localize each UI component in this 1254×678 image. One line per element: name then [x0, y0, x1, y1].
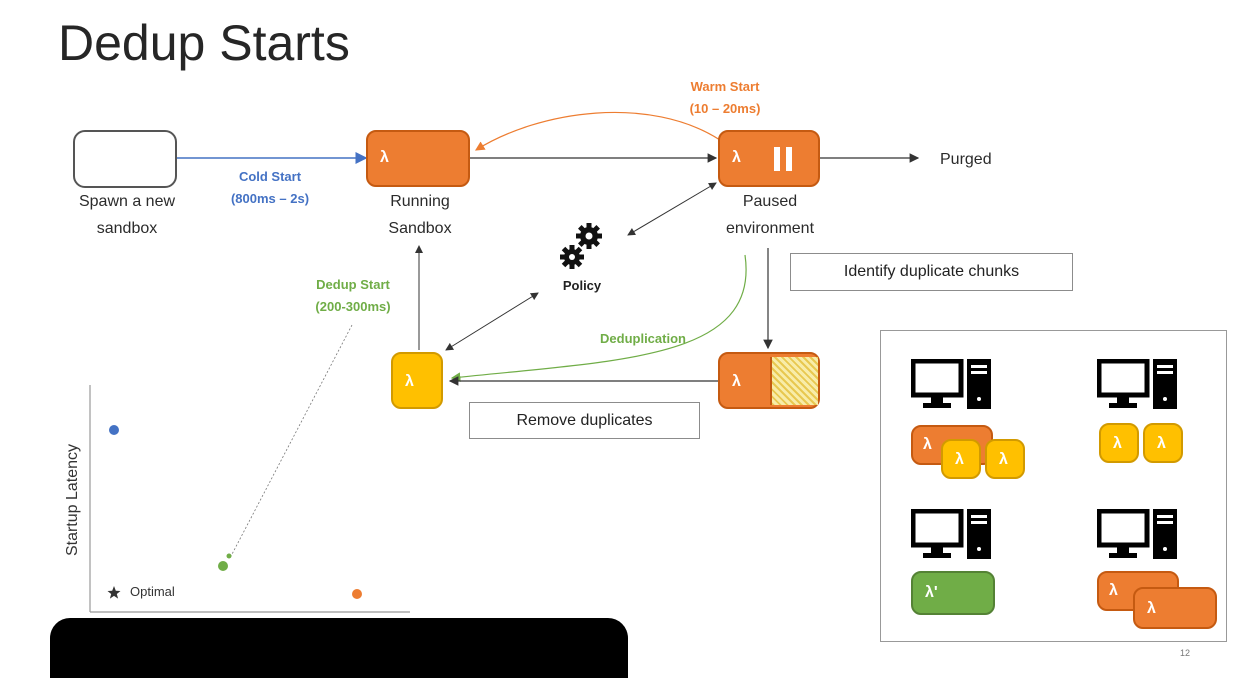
- spawn-sandbox-box: [73, 130, 177, 188]
- optimal-label: Optimal: [130, 584, 175, 599]
- panel-orange-sandbox: λ: [1133, 587, 1217, 629]
- paused-environment-box: λ: [718, 130, 820, 187]
- running-label-line2: Sandbox: [388, 220, 452, 237]
- running-sandbox-box: λ: [366, 130, 470, 187]
- panel-yellow-sandbox: λ: [985, 439, 1025, 479]
- black-overlay-bar: [50, 618, 628, 678]
- dedup-lambda: λ: [405, 373, 414, 390]
- warm-start-arrow: [474, 111, 721, 151]
- y-axis-label: Startup Latency: [64, 443, 81, 557]
- identify-duplicates-box: Identify duplicate chunks: [790, 253, 1073, 291]
- dedup-start-line1: Dedup Start: [316, 277, 390, 292]
- running-lambda: λ: [380, 149, 389, 166]
- chunk-lambda: λ: [732, 373, 741, 390]
- computer-icon: [911, 509, 991, 559]
- star-icon: [107, 586, 121, 599]
- cluster-panel: λ λ λ λ λ λ' λ λ: [880, 330, 1227, 642]
- policy-paused-arrow: [627, 182, 717, 236]
- purged-label: Purged: [940, 151, 992, 168]
- paused-environment-label: Paused environment: [690, 188, 850, 242]
- spawn-label-line1: Spawn a new: [78, 193, 176, 210]
- diagram-connectors: [89, 111, 920, 613]
- deduplication-label: Deduplication: [600, 331, 686, 346]
- gear-icon: [560, 223, 602, 269]
- running-label-line1: Running: [390, 193, 450, 210]
- panel-lambda-prime: λ': [925, 584, 938, 601]
- cold-start-line2: (800ms – 2s): [230, 191, 310, 206]
- slide-title: Dedup Starts: [58, 15, 350, 71]
- spawn-sandbox-label: Spawn a new sandbox: [52, 188, 202, 242]
- computer-icon: [911, 359, 991, 409]
- panel-lambda: λ: [1109, 582, 1118, 599]
- panel-lambda: λ: [1147, 600, 1156, 617]
- running-sandbox-label: Running Sandbox: [350, 188, 490, 242]
- panel-lambda: λ: [955, 451, 964, 468]
- panel-yellow-sandbox: λ: [1099, 423, 1139, 463]
- panel-green-sandbox: λ': [911, 571, 995, 615]
- pause-icon: [774, 147, 792, 171]
- panel-lambda: λ: [923, 436, 932, 453]
- dedup-start-point-small: [226, 553, 232, 559]
- page-number: 12: [1180, 648, 1191, 658]
- warm-start-point: [352, 589, 362, 599]
- paused-label-line1: Paused: [742, 193, 798, 210]
- warm-start-line2: (10 – 20ms): [689, 101, 761, 116]
- panel-yellow-sandbox: λ: [941, 439, 981, 479]
- panel-lambda: λ: [999, 451, 1008, 468]
- panel-lambda: λ: [1157, 435, 1166, 452]
- panel-yellow-sandbox: λ: [1143, 423, 1183, 463]
- dedup-sandbox-box: λ: [391, 352, 443, 409]
- dedup-start-line2: (200-300ms): [315, 299, 391, 314]
- cold-start-line1: Cold Start: [238, 169, 302, 184]
- dedup-start-label: Dedup Start (200-300ms): [288, 274, 418, 318]
- duplicate-chunk: [770, 357, 818, 405]
- deduplication-arrow: [450, 254, 747, 382]
- dedup-callout-line: [229, 324, 353, 559]
- policy-yellow-arrow: [445, 292, 539, 351]
- dedup-start-point: [218, 561, 228, 571]
- panel-lambda: λ: [1113, 435, 1122, 452]
- policy-label: Policy: [562, 278, 602, 293]
- warm-start-line1: Warm Start: [690, 79, 760, 94]
- chunk-sandbox-box: λ: [718, 352, 820, 409]
- computer-icon: [1097, 359, 1177, 409]
- computer-icon: [1097, 509, 1177, 559]
- paused-lambda: λ: [732, 149, 741, 166]
- cold-start-label: Cold Start (800ms – 2s): [205, 166, 335, 210]
- spawn-label-line2: sandbox: [96, 220, 158, 237]
- remove-duplicates-box: Remove duplicates: [469, 402, 700, 439]
- warm-start-label: Warm Start (10 – 20ms): [655, 76, 795, 120]
- paused-label-line2: environment: [725, 220, 815, 237]
- cold-start-point: [109, 425, 119, 435]
